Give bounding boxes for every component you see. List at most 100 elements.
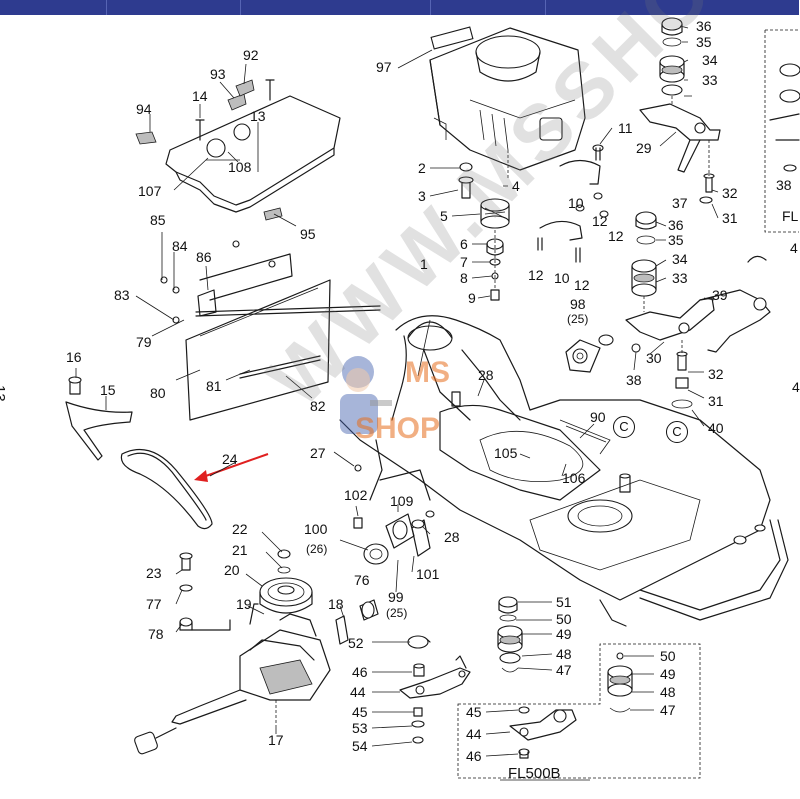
callout-32b: 32 (708, 366, 724, 382)
callout-20: 20 (224, 562, 240, 578)
callout-54: 54 (352, 738, 368, 754)
callout-17: 17 (268, 732, 284, 748)
callout-11: 11 (618, 120, 633, 136)
top-right-assembly (639, 17, 721, 204)
callout-38: 38 (626, 372, 642, 388)
callout-4: 4 (512, 178, 520, 194)
callout-27: 27 (310, 445, 326, 461)
banner-divider (545, 0, 546, 15)
callout-38-partial: 38 (776, 177, 792, 193)
callout-102: 102 (344, 487, 368, 503)
callout-4-partial-a: 4 (790, 240, 798, 256)
callout-100: 100 (304, 521, 328, 537)
callout-31a: 31 (722, 210, 738, 226)
callout-94: 94 (136, 101, 152, 117)
main-frame (339, 315, 789, 627)
callout-52: 52 (348, 635, 364, 651)
page-number: -13- (0, 380, 8, 407)
callout-35a: 35 (696, 34, 712, 50)
callout-30: 30 (646, 350, 662, 366)
callout-46a: 46 (352, 664, 368, 680)
callout-50a: 50 (556, 611, 572, 627)
callout-106: 106 (562, 470, 586, 486)
callout-79: 79 (136, 334, 152, 350)
callout-35b: 35 (668, 232, 684, 248)
callout-24: 24 (222, 451, 238, 467)
callout-33a: 33 (702, 72, 718, 88)
callout-83: 83 (114, 287, 130, 303)
callout-1: 1 (420, 256, 428, 272)
callout-34a: 34 (702, 52, 718, 68)
highlight-arrow (194, 453, 269, 482)
callout-8: 8 (460, 270, 468, 286)
callout-36b: 36 (668, 217, 684, 233)
callout-34b: 34 (672, 251, 688, 267)
callout-37: 37 (672, 195, 688, 211)
right-partial-box (764, 29, 800, 233)
callout-98: 98 (570, 296, 586, 312)
callout-15: 15 (100, 382, 116, 398)
mid-right-assembly (625, 211, 771, 409)
callout-36a: 36 (696, 18, 712, 34)
callout-6: 6 (460, 236, 468, 252)
linkage (399, 596, 523, 744)
callout-12a: 12 (592, 213, 608, 229)
seat-panel (160, 240, 381, 421)
cover-plate (135, 79, 341, 221)
callout-86: 86 (196, 249, 212, 265)
callout-107: 107 (138, 183, 162, 199)
callout-22: 22 (232, 521, 248, 537)
engine-drawing (429, 26, 586, 178)
callout-19: 19 (236, 596, 252, 612)
callout-76: 76 (354, 572, 370, 588)
callout-10a: 10 (568, 195, 584, 211)
callout-49b: 49 (660, 666, 676, 682)
callout-21: 21 (232, 542, 248, 558)
callout-10b: 10 (554, 270, 570, 286)
callout-51: 51 (556, 594, 572, 610)
callout-18: 18 (328, 596, 344, 612)
callout-14: 14 (192, 88, 208, 104)
callout-12d: 12 (574, 277, 590, 293)
banner-divider (430, 0, 431, 15)
callout-48b: 48 (660, 684, 676, 700)
callout-82: 82 (310, 398, 326, 414)
callout-99: 99 (388, 589, 404, 605)
callout-45a: 45 (352, 704, 368, 720)
callout-95: 95 (300, 226, 316, 242)
callout-13: 13 (250, 108, 266, 124)
callout-28a: 28 (478, 367, 494, 383)
callout-90: 90 (590, 409, 606, 425)
callout-81: 81 (206, 378, 222, 394)
callout-99-qty: (25) (386, 606, 408, 620)
callout-85: 85 (150, 212, 166, 228)
banner-divider (240, 0, 241, 15)
callout-45b: 45 (466, 704, 482, 720)
callout-80: 80 (150, 385, 166, 401)
callout-98-qty: (25) (567, 312, 589, 326)
callout-12c: 12 (528, 267, 544, 283)
callout-93: 93 (210, 66, 226, 82)
callout-5: 5 (440, 208, 448, 224)
inset-title: FL500B (508, 765, 561, 782)
callout-4-partial-b: 4 (792, 379, 800, 395)
callout-23: 23 (146, 565, 162, 581)
callout-44a: 44 (350, 684, 366, 700)
callout-48a: 48 (556, 646, 572, 662)
callout-44b: 44 (466, 726, 482, 742)
leader-lines (75, 25, 719, 757)
callout-12b: 12 (608, 228, 624, 244)
callout-33b: 33 (672, 270, 688, 286)
callout-49a: 49 (556, 626, 572, 642)
callout-2: 2 (418, 160, 426, 176)
callout-3: 3 (418, 188, 426, 204)
callout-29: 29 (636, 140, 652, 156)
banner-divider (106, 0, 107, 15)
callout-46b: 46 (466, 748, 482, 764)
callout-39: 39 (712, 287, 728, 303)
callout-105: 105 (494, 445, 518, 461)
callout-32a: 32 (722, 185, 738, 201)
callout-84: 84 (172, 238, 188, 254)
